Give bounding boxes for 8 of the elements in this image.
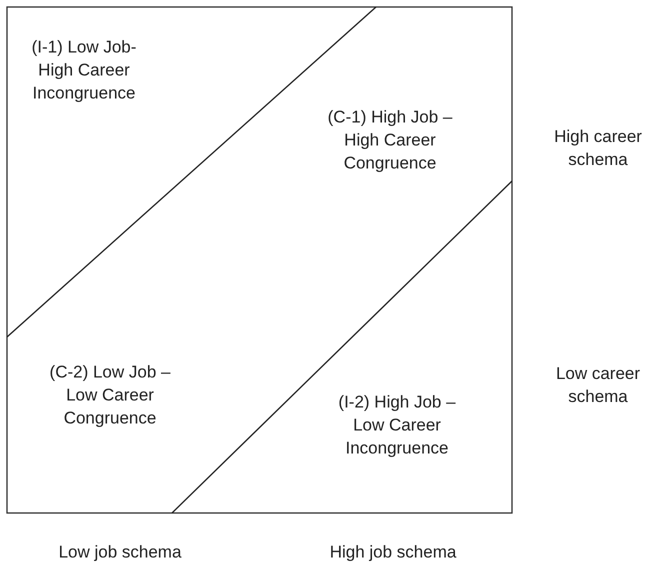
quadrant-label: (C-2) Low Job – Low Career Congruence bbox=[48, 362, 172, 430]
quadrant-label: (I-2) High Job – Low Career Incongruence bbox=[337, 392, 457, 460]
quadrant-label: (I-1) Low Job- High Career Incongruence bbox=[30, 36, 138, 104]
axis-label: Low career schema bbox=[554, 363, 642, 408]
axis-label: High job schema bbox=[328, 542, 458, 564]
quadrant-label: (C-1) High Job – High Career Congruence bbox=[326, 106, 454, 174]
axis-label: Low job schema bbox=[58, 542, 182, 564]
axis-label: High career schema bbox=[553, 126, 643, 171]
